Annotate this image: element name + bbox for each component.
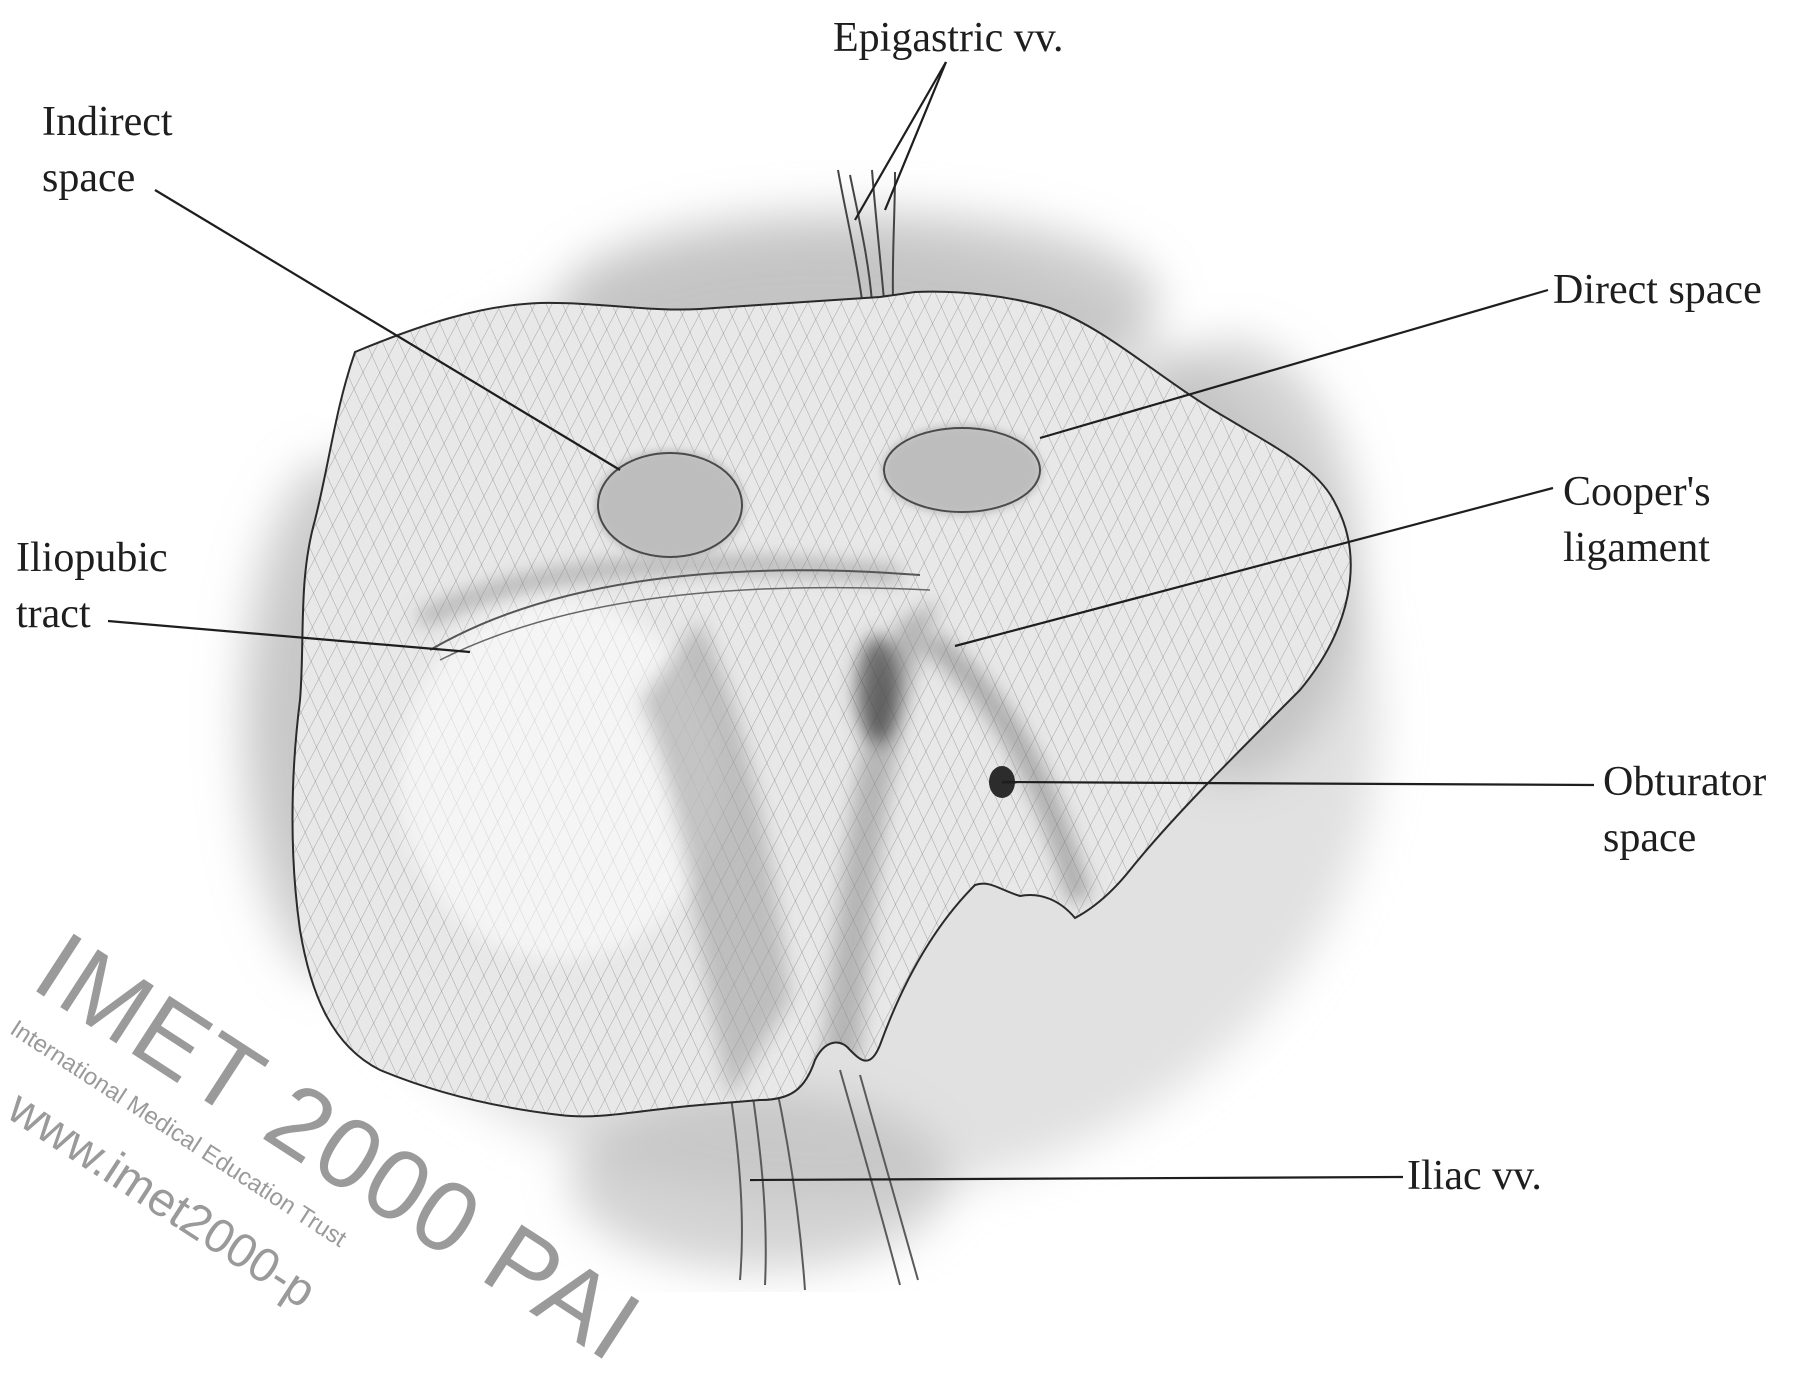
label-iliac-vv: Iliac vv.: [1407, 1148, 1542, 1204]
label-indirect-line1: Indirect: [42, 94, 173, 150]
label-obturator-space: Obturator space: [1603, 754, 1766, 866]
label-coopers-line2: ligament: [1563, 520, 1711, 576]
label-iliopubic-line1: Iliopubic: [16, 530, 168, 586]
label-indirect-space: Indirect space: [42, 94, 173, 206]
direct-space-defect: [882, 425, 1042, 515]
label-iliopubic-tract: Iliopubic tract: [16, 530, 168, 642]
leader-epigastric-b: [885, 62, 946, 210]
label-coopers-line1: Cooper's: [1563, 464, 1711, 520]
illustration-canvas: Epigastric vv. Indirect space Direct spa…: [0, 0, 1816, 1292]
label-obturator-line1: Obturator: [1603, 754, 1766, 810]
label-direct-space: Direct space: [1553, 262, 1762, 318]
label-coopers-ligament: Cooper's ligament: [1563, 464, 1711, 576]
label-epigastric-vv: Epigastric vv.: [833, 10, 1064, 66]
label-indirect-line2: space: [42, 150, 173, 206]
leader-epigastric-a: [855, 62, 946, 220]
label-obturator-line2: space: [1603, 810, 1766, 866]
indirect-space-defect: [595, 450, 745, 560]
label-iliopubic-line2: tract: [16, 586, 168, 642]
